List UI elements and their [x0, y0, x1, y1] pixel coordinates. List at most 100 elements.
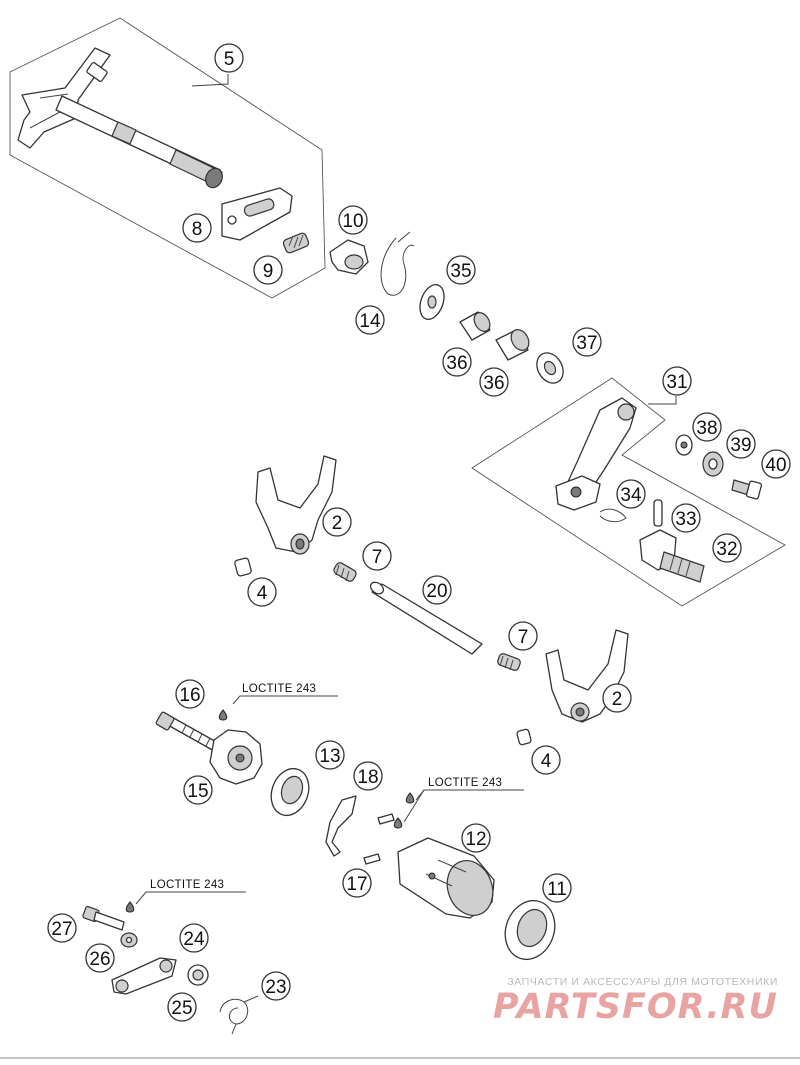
svg-text:18: 18 — [357, 767, 378, 788]
spring-7-upper-part — [333, 562, 357, 582]
shift-shaft-part — [17, 47, 223, 189]
callout-12: 12 — [461, 823, 491, 853]
svg-text:35: 35 — [450, 261, 471, 282]
watermark-logo: PARTSFOR.RU — [493, 987, 778, 1027]
spring-23-part — [219, 995, 259, 1035]
svg-text:36: 36 — [483, 373, 504, 394]
callout-36b: 36 — [479, 367, 509, 397]
svg-text:4: 4 — [257, 583, 268, 604]
callout-32: 32 — [712, 533, 742, 563]
lever-32-part — [639, 529, 705, 583]
svg-text:38: 38 — [696, 418, 717, 439]
roller-4-lower-part — [516, 728, 532, 746]
svg-text:14: 14 — [359, 311, 381, 332]
bolt-40-part — [731, 479, 763, 500]
screw-17-upper-part — [377, 813, 395, 825]
shift-shaft-group-frame — [9, 17, 326, 299]
callout-8: 8 — [182, 213, 212, 243]
callout-16: 16 — [175, 679, 205, 709]
watermark-brand-part3: .RU — [706, 987, 778, 1027]
svg-text:2: 2 — [332, 513, 343, 534]
loctite-drops — [125, 709, 415, 913]
svg-text:13: 13 — [319, 746, 340, 767]
svg-text:10: 10 — [342, 211, 363, 232]
shift-lever-group-frame — [471, 377, 786, 607]
bolt-27-part — [82, 905, 125, 931]
svg-text:11: 11 — [547, 879, 567, 900]
svg-text:31: 31 — [666, 372, 687, 393]
lever-24-part — [111, 957, 177, 995]
svg-text:12: 12 — [465, 829, 486, 850]
svg-text:4: 4 — [541, 751, 552, 772]
callout-36a: 36 — [442, 347, 472, 377]
svg-text:20: 20 — [426, 581, 447, 602]
lock-washer-39-part — [702, 451, 724, 477]
shift-plate-part — [221, 187, 293, 241]
callout-13: 13 — [315, 740, 345, 770]
bushing-36b-part — [495, 329, 530, 361]
bolt-16-part — [155, 711, 221, 753]
washer-35-part — [419, 284, 445, 320]
svg-text:36: 36 — [446, 353, 467, 374]
loctite-label-lower: LOCTITE 243 — [135, 879, 246, 905]
svg-text:32: 32 — [716, 539, 737, 560]
callout-2-lower: 2 — [602, 683, 632, 713]
svg-text:8: 8 — [192, 219, 203, 240]
bushing-36a-part — [459, 311, 491, 341]
svg-text:39: 39 — [730, 435, 751, 456]
svg-text:24: 24 — [183, 929, 205, 950]
callout-17: 17 — [342, 868, 372, 898]
svg-text:9: 9 — [263, 261, 274, 282]
svg-text:5: 5 — [224, 49, 235, 70]
pawl-10-part — [329, 239, 369, 275]
callout-25: 25 — [167, 992, 197, 1022]
svg-text:LOCTITE 243: LOCTITE 243 — [428, 777, 502, 789]
svg-text:LOCTITE 243: LOCTITE 243 — [150, 879, 224, 891]
spring-9-part — [282, 232, 310, 254]
shift-lever-31-part — [555, 397, 637, 511]
bearing-11-part — [504, 899, 556, 961]
watermark-tagline: ЗАПЧАСТИ И АКСЕССУАРЫ ДЛЯ МОТОТЕХНИКИ — [507, 976, 778, 988]
callout-2-upper: 2 — [322, 507, 352, 537]
callout-27: 27 — [47, 913, 77, 943]
callout-26: 26 — [85, 943, 115, 973]
svg-text:7: 7 — [372, 547, 383, 568]
loctite-label-upper: LOCTITE 243 — [232, 683, 338, 705]
callout-9: 9 — [253, 255, 283, 285]
watermark-brand-part1: PARTS — [493, 987, 622, 1027]
washer-26-part — [120, 932, 138, 948]
callout-4-upper: 4 — [247, 577, 277, 607]
svg-text:7: 7 — [518, 627, 529, 648]
callout-37: 37 — [572, 327, 602, 357]
callout-35: 35 — [446, 255, 476, 285]
callout-11: 11 — [542, 873, 572, 903]
ring-37-part — [536, 352, 564, 384]
callout-15: 15 — [183, 775, 213, 805]
svg-text:16: 16 — [179, 685, 200, 706]
callout-4-lower: 4 — [531, 745, 561, 775]
loctite-label-middle: LOCTITE 243 — [403, 777, 524, 823]
svg-text:27: 27 — [51, 919, 72, 940]
svg-text:33: 33 — [675, 509, 696, 530]
seal-13-part — [270, 767, 310, 817]
callout-33: 33 — [671, 503, 701, 533]
watermark-brand-part2: FOR — [622, 987, 706, 1027]
svg-text:17: 17 — [346, 874, 367, 895]
callout-20: 20 — [422, 575, 452, 605]
svg-text:40: 40 — [765, 455, 786, 476]
plate-18-part — [325, 795, 357, 857]
svg-text:37: 37 — [576, 333, 597, 354]
shift-star-15-part — [209, 729, 263, 785]
svg-text:LOCTITE 243: LOCTITE 243 — [242, 683, 316, 695]
callout-40: 40 — [761, 449, 791, 479]
roller-4-upper-part — [234, 557, 252, 577]
callout-7-lower: 7 — [508, 621, 538, 651]
callout-14: 14 — [355, 305, 385, 335]
callout-24: 24 — [179, 923, 209, 953]
callout-34: 34 — [616, 479, 646, 509]
callout-39: 39 — [726, 429, 756, 459]
svg-text:25: 25 — [171, 998, 192, 1019]
svg-text:34: 34 — [620, 485, 642, 506]
bushing-25-part — [187, 964, 209, 986]
